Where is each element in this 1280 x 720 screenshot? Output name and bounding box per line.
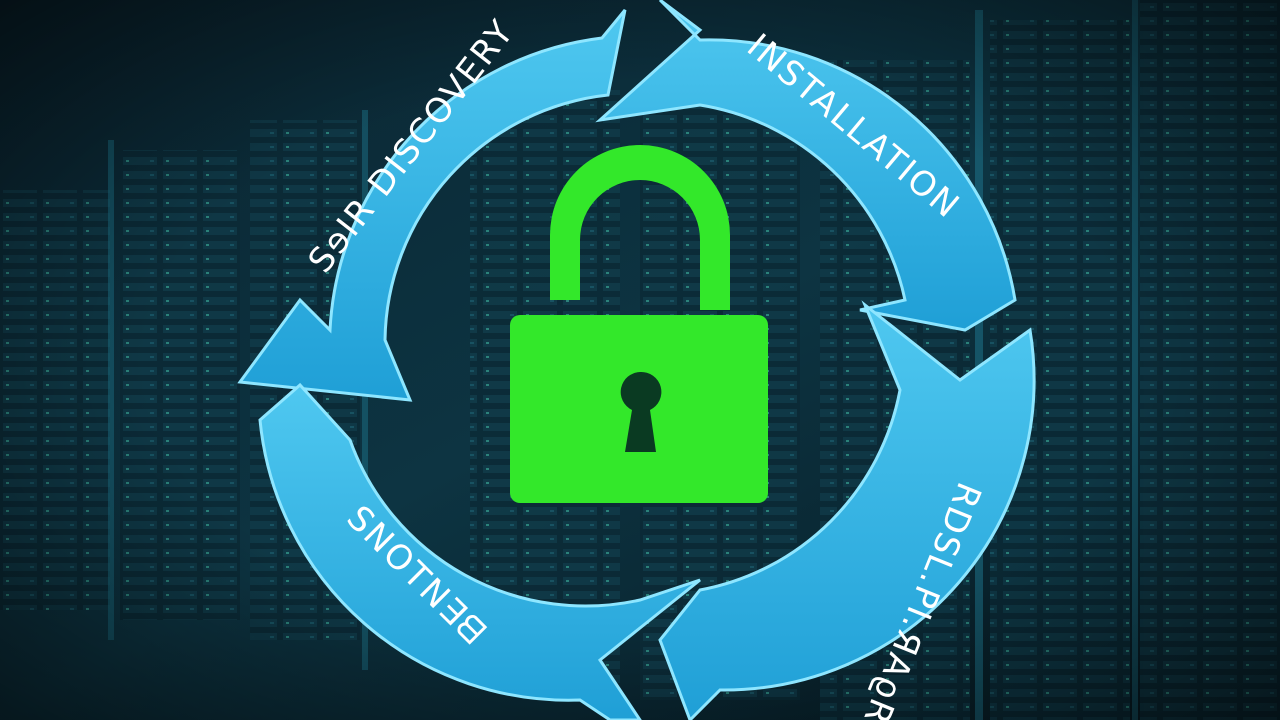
cycle-arrow-icon (237, 9, 627, 402)
cycle-arrow-icon (595, 0, 1017, 332)
cycle-arrow-icon (658, 300, 1036, 720)
cycle-arrows (237, 0, 1036, 720)
keyhole-icon (620, 371, 662, 452)
cycle-arrow-icon (258, 382, 701, 720)
padlock-shackle (550, 145, 730, 310)
padlock-icon (510, 145, 768, 503)
